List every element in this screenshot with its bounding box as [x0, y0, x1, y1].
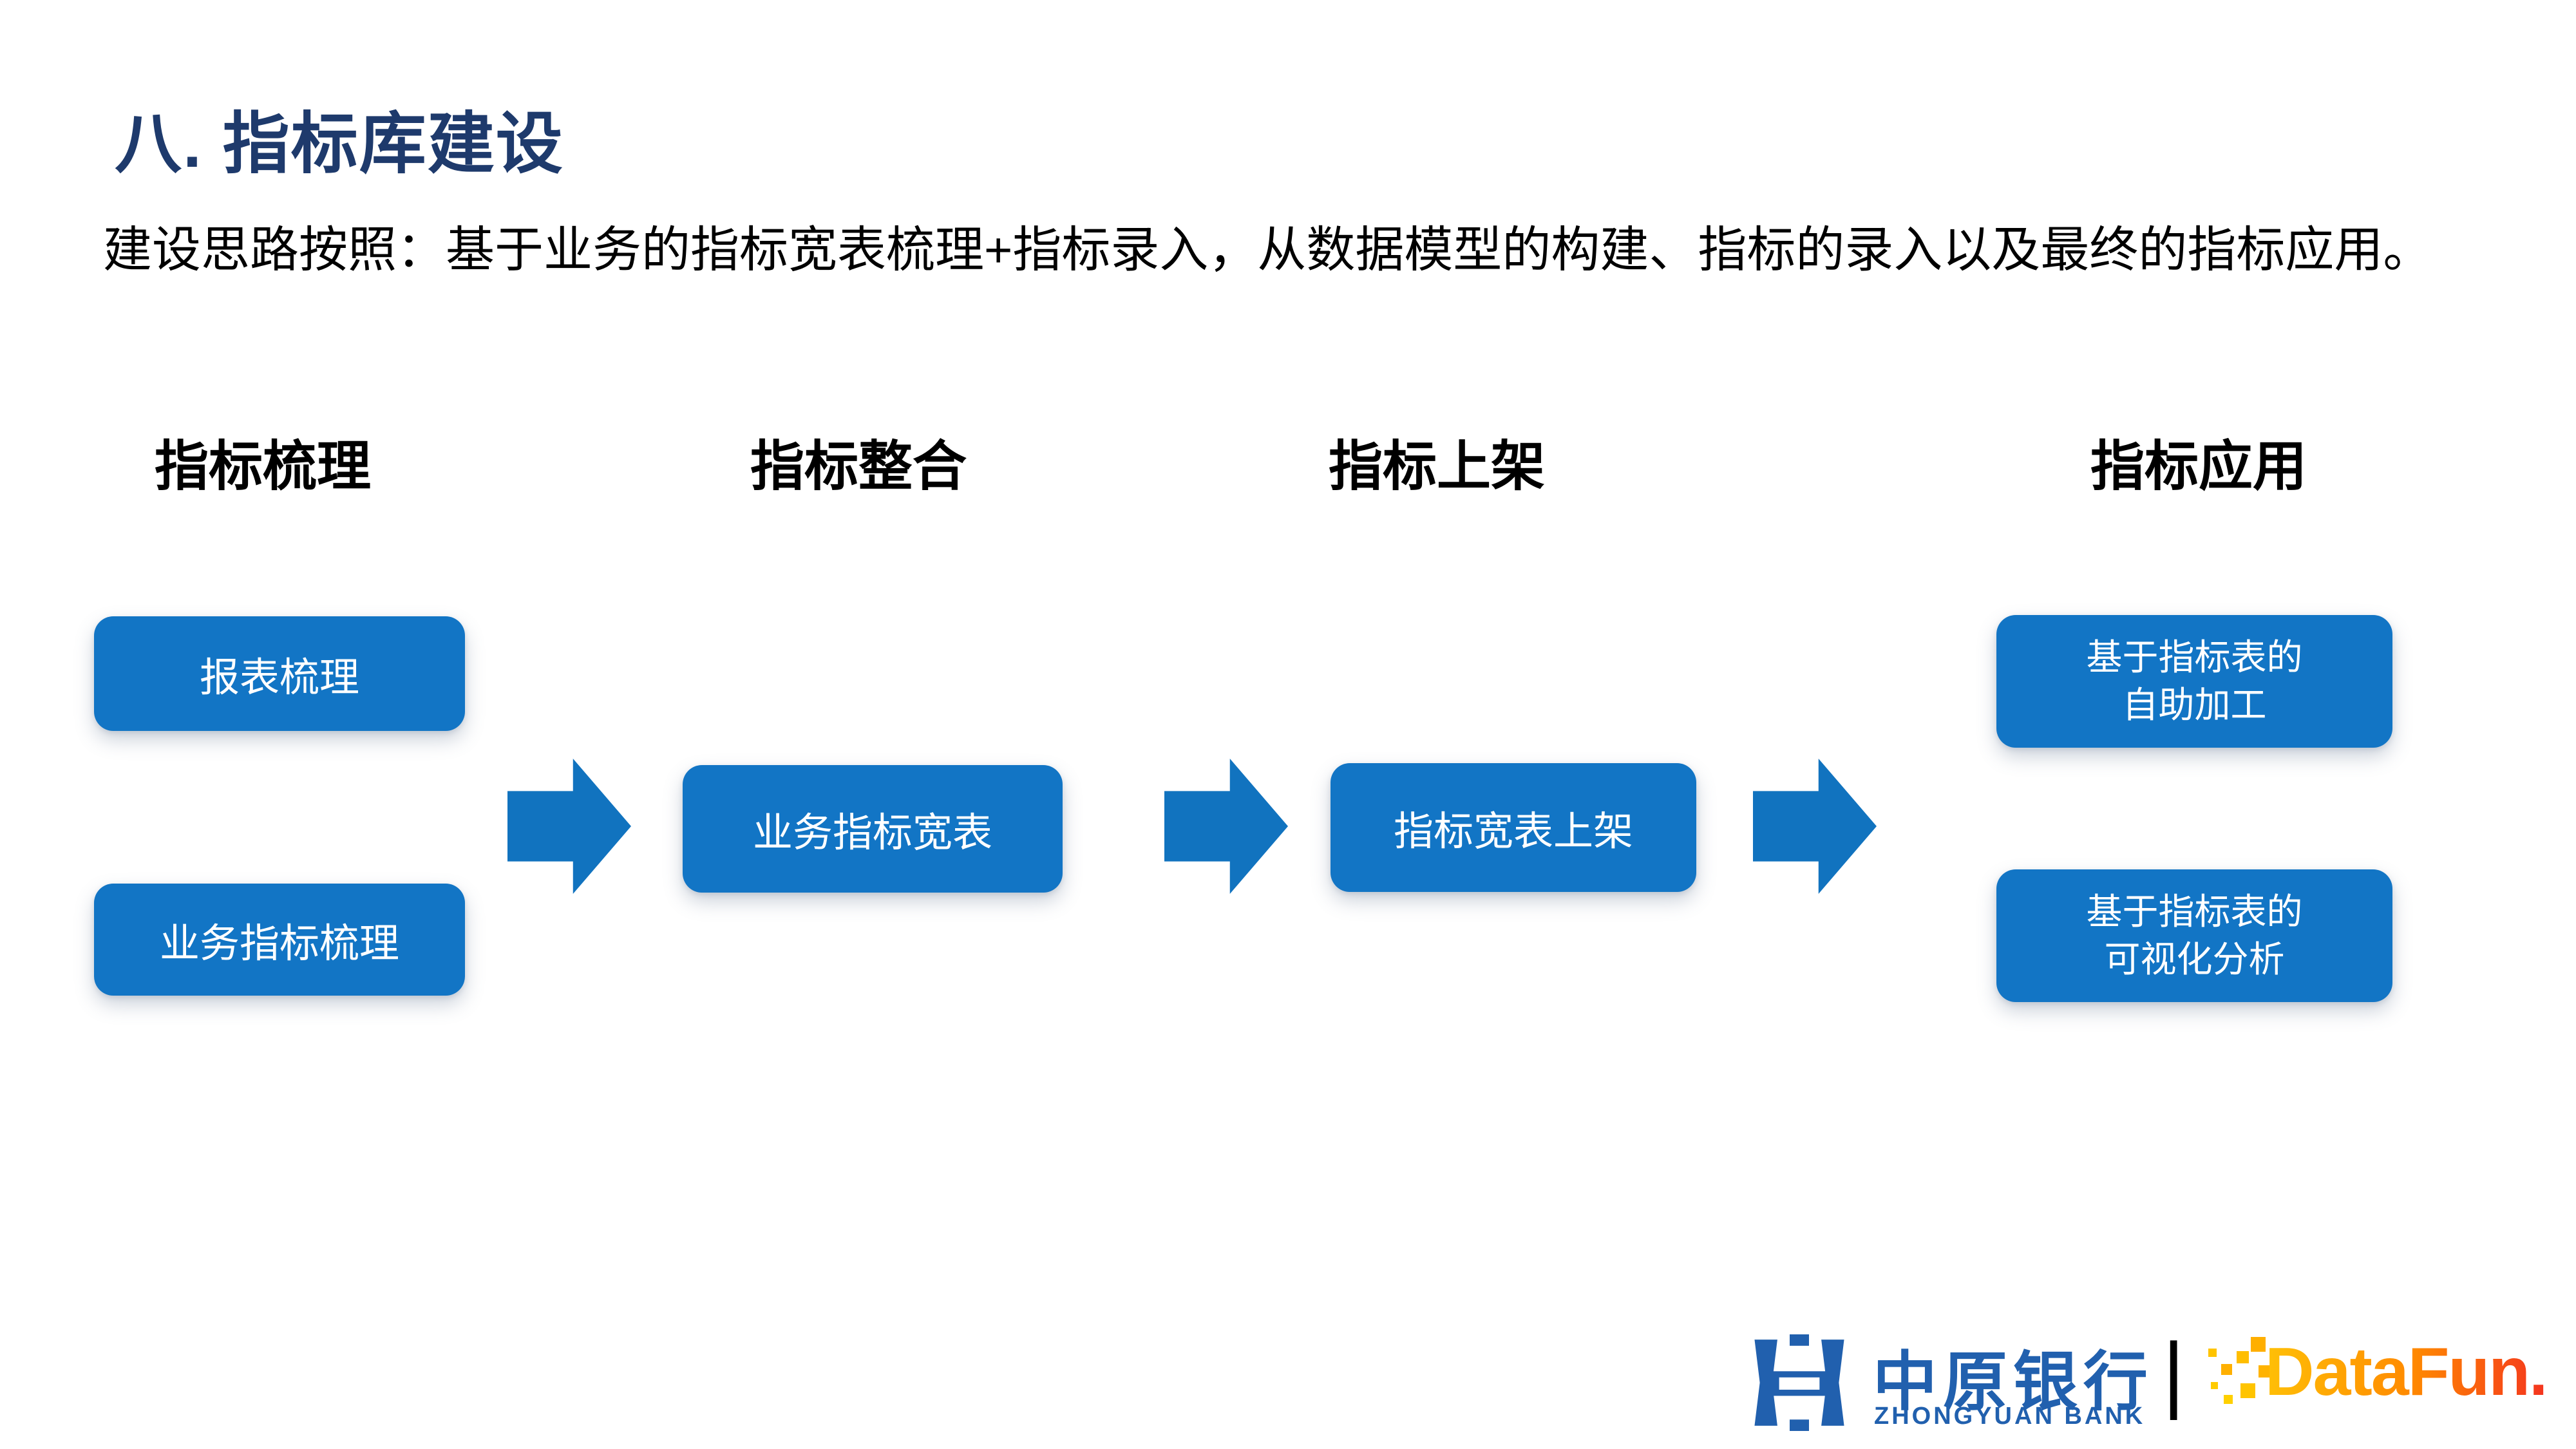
- pixel-square: [2240, 1383, 2255, 1398]
- zhongyuan-bank-logo-icon: [1754, 1334, 1844, 1431]
- bank-name-chinese: 中原银行: [1873, 1346, 2154, 1418]
- stage-header-indicator-integration: 指标整合: [750, 436, 967, 497]
- flow-node-business-indicator-wide-table: 业务指标宽表: [683, 765, 1063, 893]
- page-title: 八. 指标库建设: [115, 107, 564, 182]
- pixel-square: [2221, 1364, 2232, 1375]
- pixel-square: [2259, 1365, 2271, 1378]
- flow-node-business-indicator-sorting: 业务指标梳理: [94, 884, 465, 996]
- datafun-logo: DataFun.: [2206, 1328, 2557, 1449]
- flow-node-indicator-wide-table-listing: 指标宽表上架: [1331, 763, 1696, 892]
- logo-separator-bar: |: [2163, 1325, 2185, 1420]
- pixel-square: [2251, 1337, 2266, 1352]
- datafun-logo-text: DataFun.: [2265, 1334, 2548, 1410]
- stage-header-indicator-application: 指标应用: [2090, 436, 2307, 497]
- right-arrow-icon: [1753, 759, 1877, 894]
- flow-node-report-sorting: 报表梳理: [94, 616, 465, 731]
- flow-node-self-service-processing: 基于指标表的 自助加工: [1996, 615, 2392, 748]
- bank-name-english: ZHONGYUAN BANK: [1874, 1403, 2146, 1430]
- pixel-square: [2237, 1351, 2249, 1363]
- datafun-pixels-icon: [2206, 1328, 2277, 1412]
- stage-header-indicator-listing: 指标上架: [1328, 436, 1546, 497]
- right-arrow-icon: [1164, 759, 1288, 894]
- pixel-square: [2224, 1395, 2233, 1404]
- stage-header-indicator-sorting: 指标梳理: [154, 436, 372, 497]
- right-arrow-icon: [507, 759, 631, 894]
- flow-node-visual-analysis: 基于指标表的 可视化分析: [1996, 869, 2392, 1002]
- pixel-square: [2208, 1349, 2217, 1357]
- pixel-square: [2211, 1382, 2218, 1389]
- slide-subtitle: 建设思路按照：基于业务的指标宽表梳理+指标录入，从数据模型的构建、指标的录入以及…: [103, 223, 2432, 278]
